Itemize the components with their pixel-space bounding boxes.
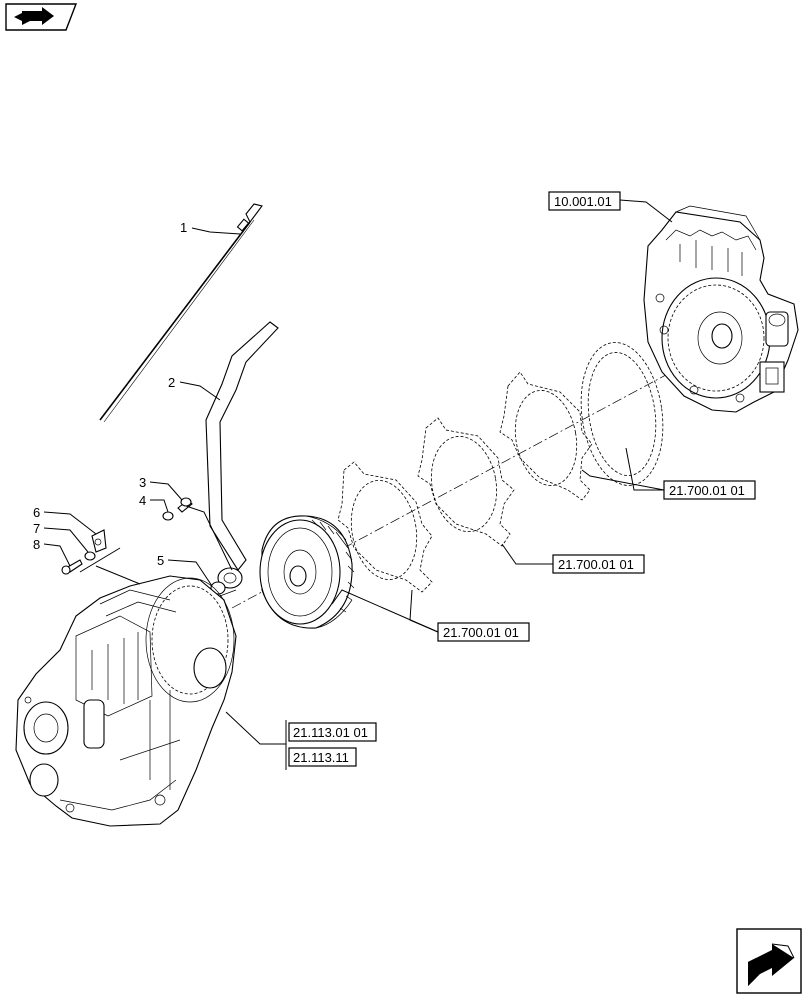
ref-plates-right[interactable]: 21.700.01 01 (663, 480, 756, 500)
washer-4 (162, 511, 174, 521)
screw-8 (61, 559, 83, 575)
ref-transmission-b-label: 21.113.11 (293, 750, 349, 765)
torque-converter (259, 515, 355, 629)
flex-plate-left (337, 461, 433, 593)
ref-plates-mid-label: 21.700.01 01 (558, 557, 634, 572)
flex-plate-right (499, 371, 593, 501)
ref-transmission-a[interactable]: 21.113.01 01 (288, 722, 377, 742)
callout-6: 6 (33, 505, 40, 520)
callout-2: 2 (168, 375, 175, 390)
gasket-plate-right (580, 342, 664, 486)
callout-3: 3 (139, 475, 146, 490)
view-orientation-icon[interactable] (5, 3, 78, 31)
transmission-assembly (15, 575, 237, 827)
callout-8: 8 (33, 537, 40, 552)
nut-7 (84, 551, 96, 561)
ref-engine-label: 10.001.01 (554, 194, 612, 209)
ref-plates-mid[interactable]: 21.700.01 01 (552, 554, 645, 574)
bolt-3 (177, 497, 193, 513)
ref-converter-label: 21.700.01 01 (443, 625, 519, 640)
clip-6 (91, 529, 107, 553)
ref-engine[interactable]: 10.001.01 (548, 191, 621, 211)
dipstick (99, 203, 263, 423)
leader-lines (43, 199, 673, 770)
ref-plates-right-label: 21.700.01 01 (669, 483, 745, 498)
callout-5: 5 (157, 553, 164, 568)
flex-plate-mid (417, 417, 515, 547)
callout-1: 1 (180, 220, 187, 235)
o-ring (210, 581, 226, 595)
engine-housing (643, 205, 799, 413)
ref-transmission-b[interactable]: 21.113.11 (288, 747, 357, 767)
ref-converter[interactable]: 21.700.01 01 (437, 622, 530, 642)
dipstick-tube (205, 321, 279, 597)
callout-4: 4 (139, 493, 146, 508)
next-page-arrow-icon[interactable] (736, 928, 802, 994)
callout-7: 7 (33, 521, 40, 536)
ref-transmission-a-label: 21.113.01 01 (293, 725, 368, 740)
